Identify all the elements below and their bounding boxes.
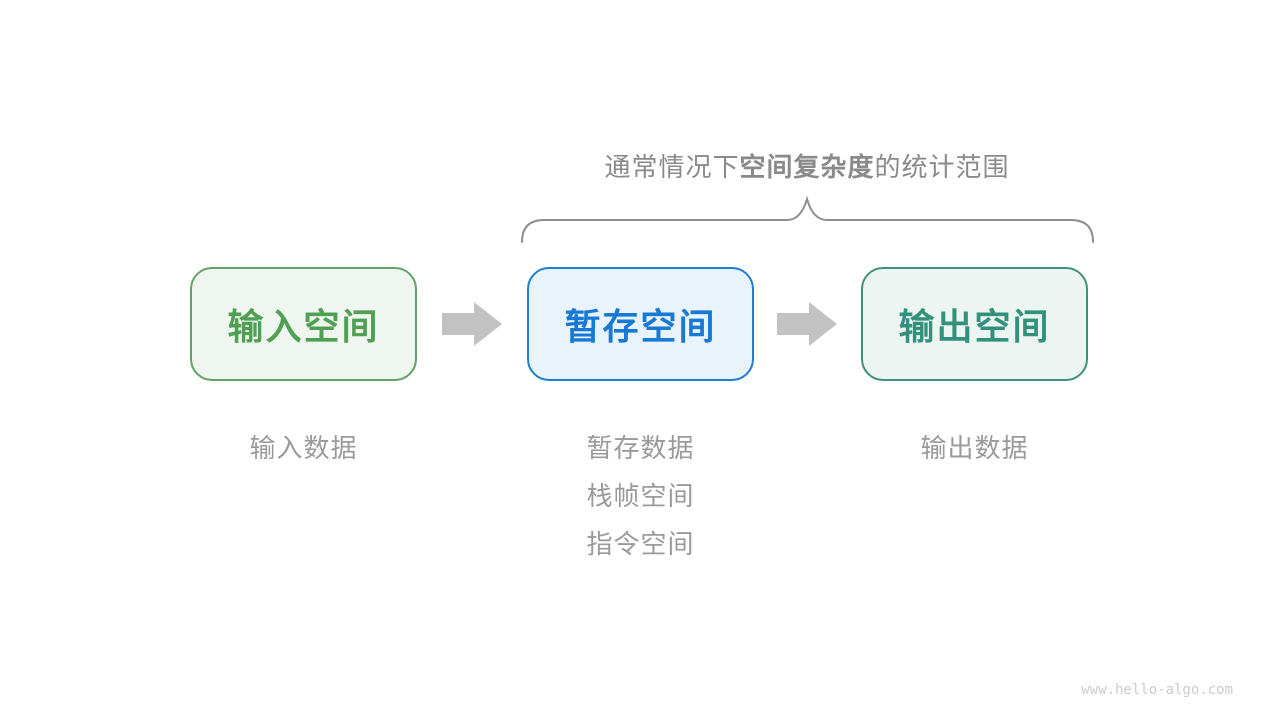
box-input-space: 输入空间 — [190, 267, 417, 381]
box-temporary-space: 暂存空间 — [527, 267, 754, 381]
arrow-right-icon — [777, 302, 837, 346]
box-output-space: 输出空间 — [861, 267, 1088, 381]
title-prefix: 通常情况下 — [604, 152, 740, 182]
box-input-space-label: 输入空间 — [227, 306, 380, 347]
box-temporary-space-label: 暂存空间 — [564, 306, 717, 347]
notes-input-space: 输入数据 — [190, 424, 417, 472]
note-line: 指令空间 — [586, 529, 695, 559]
notes-temporary-space: 暂存数据 栈帧空间 指令空间 — [527, 424, 754, 568]
title-keyword: 空间复杂度 — [739, 152, 875, 182]
arrow-right-icon — [442, 302, 502, 346]
diagram-title: 通常情况下空间复杂度的统计范围 — [604, 147, 1009, 184]
watermark: www.hello-algo.com — [1081, 682, 1233, 698]
note-line: 暂存数据 — [586, 433, 695, 463]
box-output-space-label: 输出空间 — [898, 306, 1051, 347]
notes-output-space: 输出数据 — [861, 424, 1088, 472]
brace-icon — [521, 195, 1094, 243]
title-suffix: 的统计范围 — [874, 152, 1010, 182]
note-line: 输出数据 — [920, 433, 1029, 463]
note-line: 栈帧空间 — [586, 481, 695, 511]
note-line: 输入数据 — [249, 433, 358, 463]
